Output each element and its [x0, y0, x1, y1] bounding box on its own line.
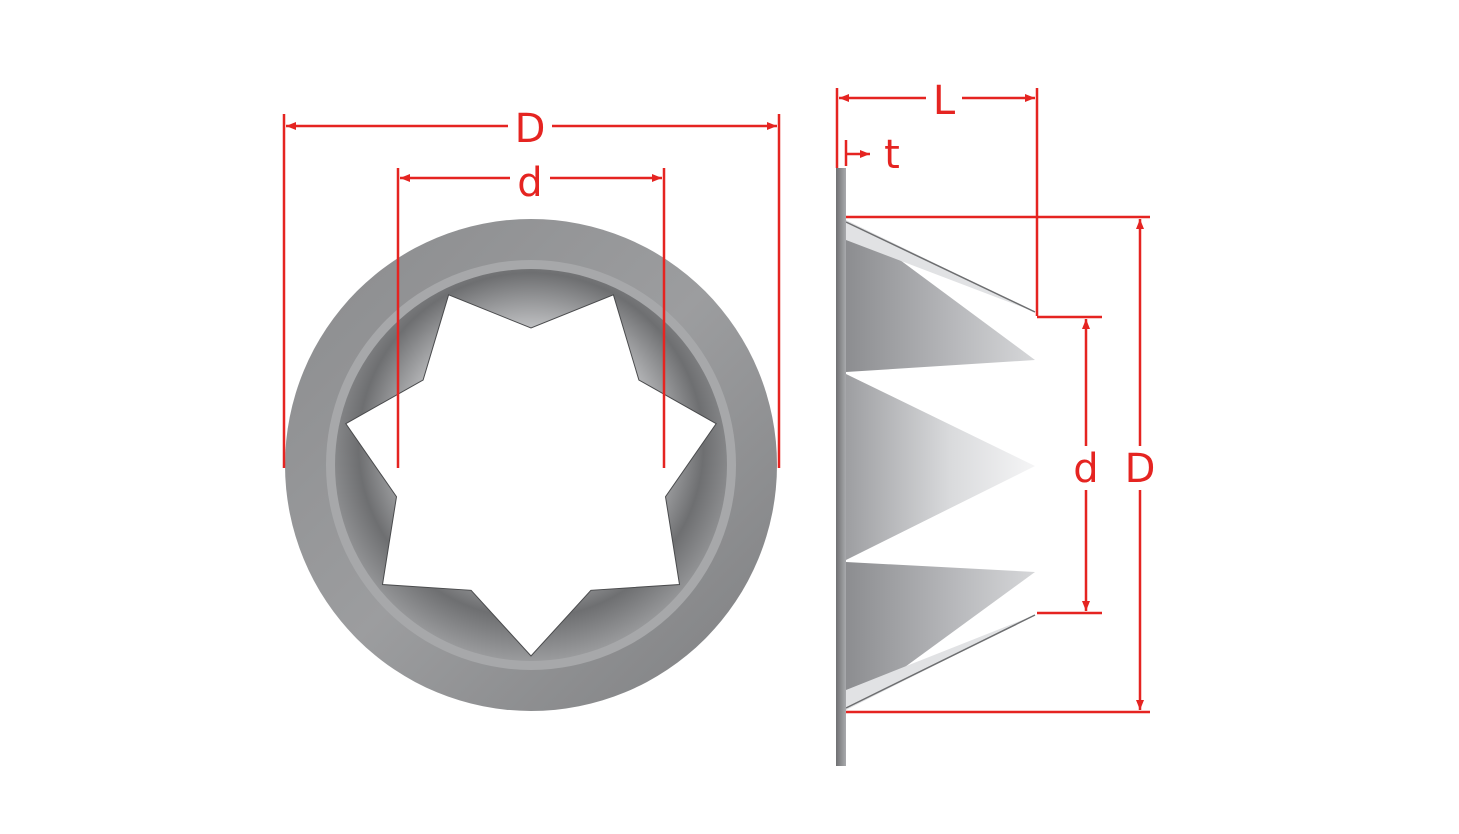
star-hole	[345, 294, 717, 657]
side-inner-diameter-label: d	[1073, 446, 1098, 492]
front-outer-diameter-label: D	[515, 106, 546, 152]
lower-tooth-edge	[845, 614, 1036, 709]
side-length-label: L	[933, 78, 956, 124]
front-dimensions: D d	[282, 106, 781, 468]
middle-tooth	[846, 374, 1035, 560]
washer-base-plate	[836, 168, 846, 766]
front-view	[285, 219, 777, 711]
side-thickness-label: t	[884, 132, 900, 178]
side-view	[836, 168, 1036, 766]
upper-tooth-edge	[845, 221, 1036, 313]
side-outer-diameter-label: D	[1125, 446, 1156, 492]
front-inner-diameter-label: d	[517, 160, 542, 206]
side-dimensions: L t D d	[835, 78, 1156, 714]
